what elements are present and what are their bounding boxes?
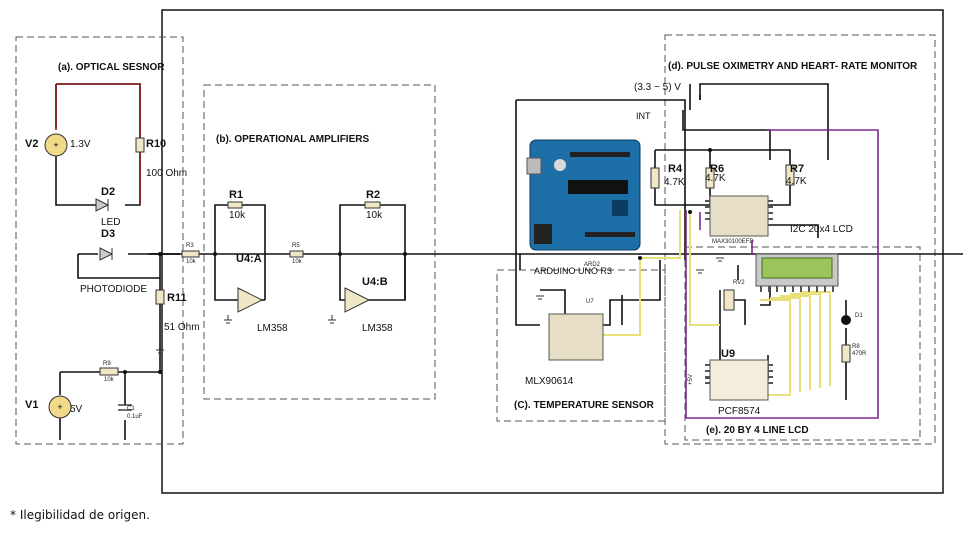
r1-resistor xyxy=(227,201,243,209)
r7-resistor xyxy=(785,164,795,186)
r10-label: R10 xyxy=(146,138,167,150)
pcf8574-pins xyxy=(705,364,773,384)
r3-resistor xyxy=(181,250,200,258)
lm358b-label: LM358 xyxy=(362,323,393,334)
r1-value: 10k xyxy=(229,210,246,221)
photodiode-label: PHOTODIODE xyxy=(80,284,148,295)
r7-value: 4.7K xyxy=(786,176,807,187)
c1-capacitor xyxy=(118,404,132,411)
r11-value: 51 Ohm xyxy=(164,322,200,333)
section-label-opamps: (b). OPERATIONAL AMPLIFIERS xyxy=(216,134,370,145)
c1-label: C1 xyxy=(127,406,135,412)
r5-value: 10k xyxy=(292,259,302,265)
r1-label: R1 xyxy=(229,189,244,201)
u9-label: U9 xyxy=(721,348,736,360)
ground-symbols xyxy=(156,257,724,354)
led-label: LED xyxy=(101,217,121,228)
u4b-opamp xyxy=(344,287,371,313)
box-lcd xyxy=(684,246,921,441)
r3-value: 10k xyxy=(186,259,196,265)
r10-value: 100 Ohm xyxy=(146,168,188,179)
v1-label: V1 xyxy=(25,399,39,411)
section-label-optical: (a). OPTICAL SESNOR xyxy=(58,62,165,73)
d3-photodiode xyxy=(99,247,114,261)
r8-value: 470R xyxy=(852,351,867,357)
outer-frame xyxy=(161,9,944,494)
section-label-pulse: (d). PULSE OXIMETRY AND HEART- RATE MONI… xyxy=(668,61,918,72)
arduino-model-label: ARDUINO UNO R3 xyxy=(534,266,613,276)
lm358a-label: LM358 xyxy=(257,323,288,334)
svg-text:+: + xyxy=(53,140,58,150)
arduino-board xyxy=(526,139,641,251)
d1-label: D1 xyxy=(855,313,863,319)
plus5v-label: +5V xyxy=(688,374,694,385)
u7-label: U7 xyxy=(586,299,594,305)
v2-value: 1.3V xyxy=(70,139,91,150)
arduino-label: ARD2 xyxy=(584,262,601,268)
d3-label: D3 xyxy=(101,228,116,240)
max30100-pins xyxy=(705,200,773,220)
v1-value: 5V xyxy=(70,404,83,415)
d2-led xyxy=(95,198,110,212)
r5-resistor xyxy=(289,250,304,258)
v2-label: V2 xyxy=(25,138,39,150)
r11-label: R11 xyxy=(167,292,187,304)
max30100-label: MAX30100EFD xyxy=(712,239,754,245)
box-optical xyxy=(15,36,184,445)
u4a-opamp xyxy=(237,287,264,313)
d1-led xyxy=(841,315,851,325)
r4-resistor xyxy=(650,167,660,189)
i2c-lcd-label: I2C 20x4 LCD xyxy=(790,224,853,235)
r8-resistor xyxy=(841,344,851,363)
r8-label: R8 xyxy=(852,344,860,350)
wires-yellow xyxy=(600,210,831,396)
int-label: INT xyxy=(636,111,651,121)
lcd-display xyxy=(755,253,839,292)
mlx90614-chip xyxy=(548,313,604,361)
r6-label: R6 xyxy=(710,163,725,175)
r9-label: R9 xyxy=(103,361,111,367)
r3-label: R3 xyxy=(186,243,194,249)
v2-source: + xyxy=(44,133,68,157)
pcf8574-chip xyxy=(709,359,769,401)
r6-resistor xyxy=(705,167,715,189)
r7-label: R7 xyxy=(790,163,805,175)
r5-label: R5 xyxy=(292,243,300,249)
d2-label: D2 xyxy=(101,186,116,198)
c1-value: 0.1uF xyxy=(127,414,143,420)
r4-label: R4 xyxy=(668,163,683,175)
pcf8574-label: PCF8574 xyxy=(718,406,761,417)
junction-dots xyxy=(123,148,712,374)
max30100-chip xyxy=(709,195,769,237)
mlx90614-label: MLX90614 xyxy=(525,376,574,387)
u4a-label: U4:A xyxy=(236,253,262,265)
rv2-label: RV2 xyxy=(733,280,745,286)
footnote: * Ilegibilidad de origen. xyxy=(10,508,150,522)
section-label-lcd: (e). 20 BY 4 LINE LCD xyxy=(706,425,809,436)
u4b-label: U4:B xyxy=(362,276,388,288)
rv2-pot xyxy=(723,289,735,311)
r2-resistor xyxy=(364,201,381,209)
r6-value: 4.7K xyxy=(705,173,726,184)
box-opamps xyxy=(203,84,436,400)
section-label-temperature: (C). TEMPERATURE SENSOR xyxy=(514,400,654,411)
r2-value: 10k xyxy=(366,210,383,221)
box-pulse xyxy=(664,34,936,445)
svg-text:+: + xyxy=(57,402,62,412)
r9-resistor xyxy=(99,367,119,376)
section-boxes xyxy=(15,34,936,445)
r9-value: 10k xyxy=(104,377,114,383)
r4-value: 4.7K xyxy=(664,177,685,188)
supply-voltage-label: (3.3 ~ 5) V xyxy=(634,82,681,93)
r2-label: R2 xyxy=(366,189,381,201)
r10-resistor xyxy=(135,137,145,153)
wires-purple xyxy=(685,129,879,419)
r11-resistor xyxy=(155,289,165,305)
v1-source: + xyxy=(48,395,72,419)
